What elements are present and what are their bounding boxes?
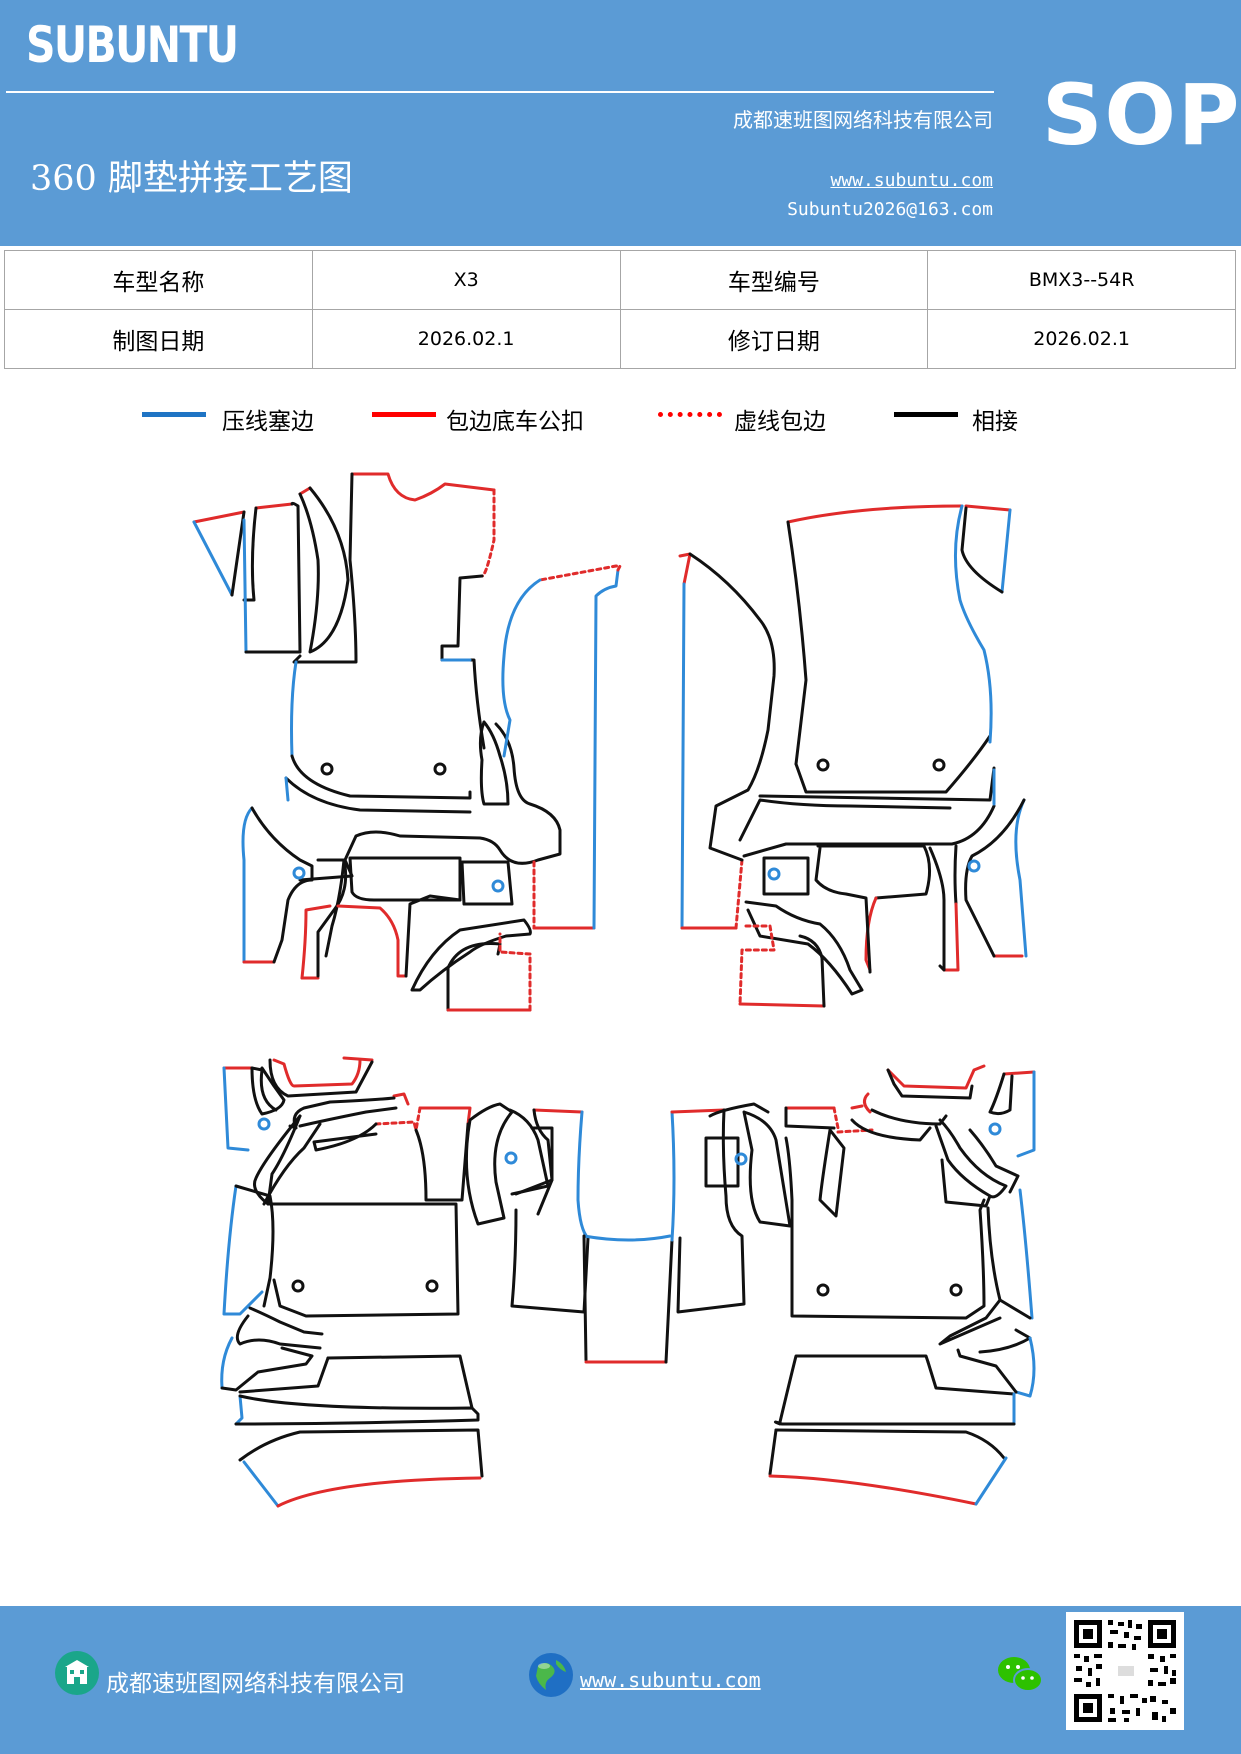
revise-date-value: 2026.02.1: [927, 309, 1236, 369]
qr-code-pattern: [1074, 1620, 1176, 1722]
header-company: 成都速班图网络科技有限公司: [733, 108, 993, 132]
legend-label: 包边底车公扣: [446, 409, 584, 435]
footer-company: 成都速班图网络科技有限公司: [106, 1671, 405, 1697]
wechat-icon: [998, 1657, 1043, 1692]
footer-url-link[interactable]: www.subuntu.com: [580, 1668, 761, 1692]
front-right-mat-group: [678, 504, 1028, 1008]
legend-label: 压线塞边: [222, 409, 314, 435]
legend-swatch-red: [372, 412, 436, 417]
brand-logo: SUBUNTU: [26, 16, 239, 74]
globe-icon: [529, 1653, 573, 1697]
header-url-link[interactable]: www.subuntu.com: [830, 170, 993, 191]
draw-date-label: 制图日期: [4, 309, 313, 369]
rear-right-mat-group: [704, 1064, 1036, 1506]
table-row: 制图日期 2026.02.1 修订日期 2026.02.1: [4, 309, 1236, 369]
building-icon: [55, 1651, 99, 1695]
rear-center-mat: [582, 1108, 746, 1364]
qr-code: [1066, 1612, 1184, 1730]
legend-label: 虚线包边: [734, 409, 826, 435]
info-table: 车型名称 X3 车型编号 BMX3--54R 制图日期 2026.02.1 修订…: [4, 250, 1236, 369]
rear-left-mat-group: [220, 1056, 590, 1508]
doc-type-label: SOP: [1042, 66, 1241, 164]
legend-label: 相接: [972, 409, 1018, 435]
revise-date-label: 修订日期: [619, 309, 929, 369]
page-title: 360 脚垫拼接工艺图: [30, 159, 353, 199]
header-divider: [6, 91, 994, 93]
legend: 压线塞边 包边底车公扣 虚线包边 相接: [0, 400, 1241, 440]
table-row: 车型名称 X3 车型编号 BMX3--54R: [4, 250, 1236, 310]
draw-date-value: 2026.02.1: [311, 309, 621, 369]
legend-swatch-red-dotted: [658, 412, 722, 417]
model-name-value: X3: [311, 250, 621, 310]
model-code-value: BMX3--54R: [927, 250, 1236, 310]
legend-swatch-black: [894, 412, 958, 417]
header-banner: SUBUNTU 成都速班图网络科技有限公司 360 脚垫拼接工艺图 www.su…: [0, 0, 1241, 246]
model-code-label: 车型编号: [619, 250, 929, 310]
header-email: Subuntu2026@163.com: [787, 199, 993, 220]
front-left-mat-group: [192, 472, 622, 1012]
footer-banner: 成都速班图网络科技有限公司 www.subuntu.com: [0, 1606, 1241, 1754]
model-name-label: 车型名称: [4, 250, 313, 310]
legend-swatch-blue: [142, 412, 206, 417]
